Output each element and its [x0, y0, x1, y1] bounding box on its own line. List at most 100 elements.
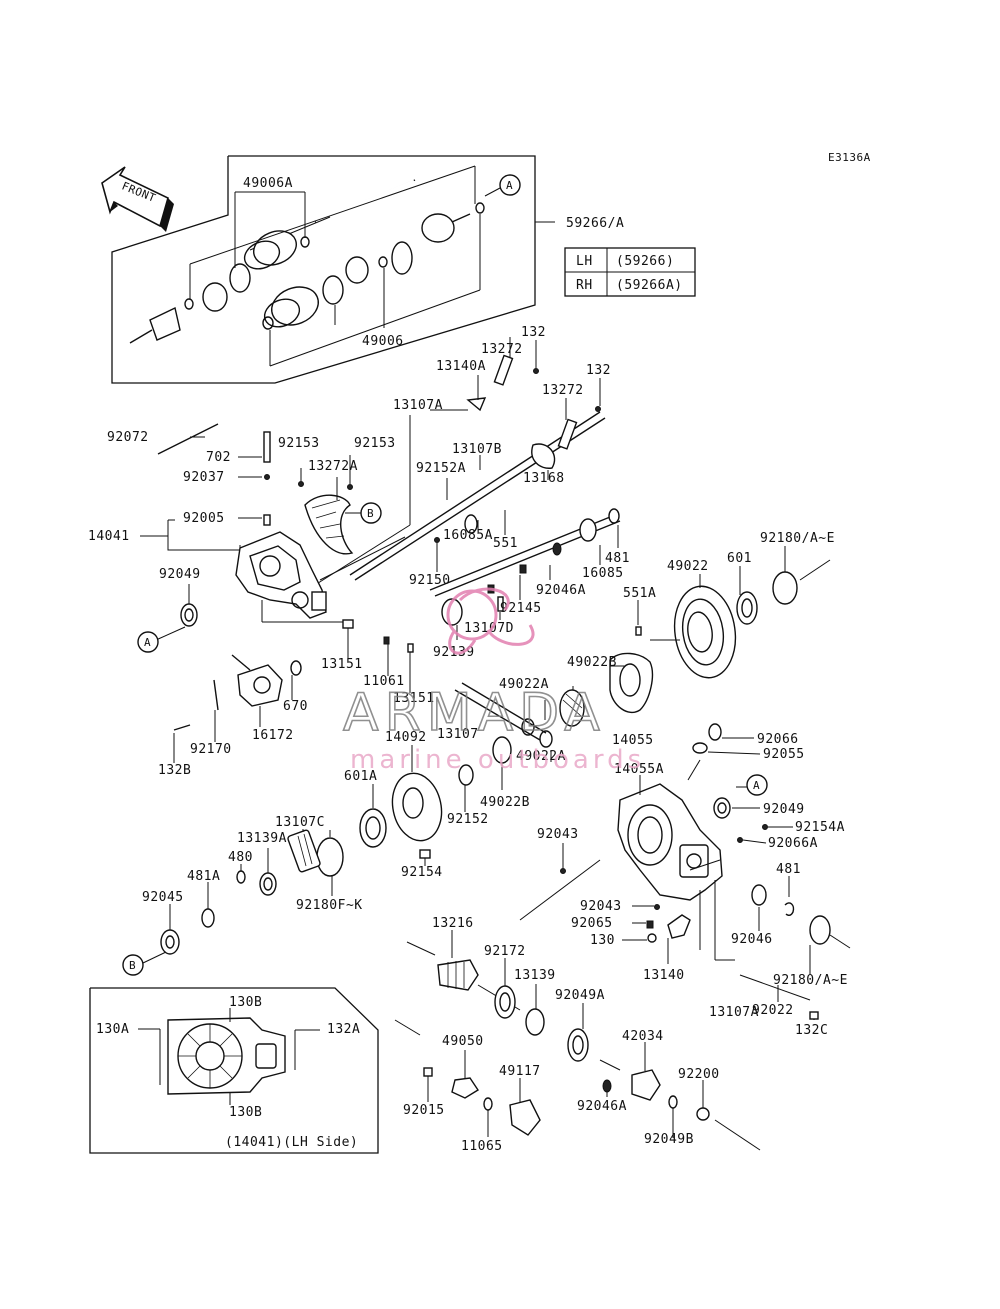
shift-parts	[157, 337, 621, 640]
label-13107B: 13107B	[452, 442, 502, 457]
svg-text:A: A	[144, 636, 151, 649]
label-13140A: 13140A	[436, 359, 486, 374]
label-601A: 601A	[344, 769, 377, 784]
gear-case-14055A	[519, 775, 735, 961]
label-551A: 551A	[623, 586, 656, 601]
label-11061: 11061	[363, 674, 405, 689]
ring-gear-49022	[635, 546, 831, 679]
label-49006: 49006	[362, 334, 404, 349]
label-13107C: 13107C	[275, 815, 325, 830]
watermark-brand: ARMADA	[343, 683, 606, 743]
watermark-tagline: marine outboards	[350, 745, 645, 775]
label-49117: 49117	[499, 1064, 541, 1079]
label-49022B-top: 49022B	[567, 655, 617, 670]
label-49006A: 49006A	[243, 176, 293, 191]
label-14041: 14041	[88, 529, 130, 544]
label-92180AE-top: 92180/A~E	[760, 531, 835, 546]
label-16085: 16085	[582, 566, 624, 581]
label-92145: 92145	[500, 601, 542, 616]
label-92154: 92154	[401, 865, 443, 880]
label-92049A: 92049A	[555, 988, 605, 1003]
label-13272-a: 13272	[481, 342, 523, 357]
label-92049B: 92049B	[644, 1132, 694, 1147]
label-13107: 13107	[437, 727, 479, 742]
right-small-parts	[560, 723, 851, 1020]
bearings-lower-left	[142, 829, 321, 964]
callout-a-top: A	[484, 174, 521, 197]
svg-text:A: A	[506, 179, 513, 192]
label-59266A: 59266/A	[566, 216, 624, 231]
label-13272-b: 13272	[542, 383, 584, 398]
table-row-rh-code: (59266A)	[616, 278, 683, 293]
label-132C: 132C	[795, 1023, 828, 1038]
label-92046A-bot: 92046A	[577, 1099, 627, 1114]
label-92180FK: 92180F~K	[296, 898, 363, 913]
label-13140: 13140	[643, 968, 685, 983]
label-13151-a: 13151	[321, 657, 363, 672]
label-92049-left: 92049	[159, 567, 201, 582]
callout-b-bottom: B	[122, 954, 144, 976]
label-130B-top: 130B	[229, 995, 262, 1010]
label-601: 601	[727, 551, 752, 566]
label-92055: 92055	[763, 747, 805, 762]
watermark-logo: ARMADA marine outboards	[342, 587, 645, 775]
label-14092: 14092	[385, 730, 427, 745]
svg-text:B: B	[129, 959, 136, 972]
label-132B: 132B	[158, 763, 191, 778]
svg-text:A: A	[753, 779, 760, 792]
label-92066A: 92066A	[768, 836, 818, 851]
pinion-parts	[394, 930, 761, 1151]
label-13151-b: 13151	[393, 691, 435, 706]
label-481-a: 481	[605, 551, 630, 566]
label-670: 670	[283, 699, 308, 714]
label-92153-a: 92153	[278, 436, 320, 451]
label-132-b: 132	[586, 363, 611, 378]
label-702: 702	[206, 450, 231, 465]
label-13107D: 13107D	[464, 621, 514, 636]
label-92005: 92005	[183, 511, 225, 526]
label-92153-b: 92153	[354, 436, 396, 451]
label-92015: 92015	[403, 1103, 445, 1118]
drive-shaft-group-frame	[111, 155, 555, 384]
label-92152: 92152	[447, 812, 489, 827]
label-16172: 16172	[252, 728, 294, 743]
label-13168: 13168	[523, 471, 565, 486]
label-92043-a: 92043	[537, 827, 579, 842]
actuator-16172	[173, 619, 414, 763]
flange-14092	[316, 736, 512, 896]
table-row-lh-code: (59266)	[616, 254, 674, 269]
label-92037: 92037	[183, 470, 225, 485]
table-row-rh-side: RH	[576, 278, 593, 293]
label-92180AE-bot: 92180/A~E	[773, 973, 848, 988]
label-92065: 92065	[571, 916, 613, 931]
label-92200: 92200	[678, 1067, 720, 1082]
label-130A: 130A	[96, 1022, 129, 1037]
label-92066: 92066	[757, 732, 799, 747]
label-49022A-top: 49022A	[499, 677, 549, 692]
svg-text:B: B	[367, 507, 374, 520]
label-14055: 14055	[612, 733, 654, 748]
callout-b-mid: B	[345, 502, 382, 524]
label-481-b: 481	[776, 862, 801, 877]
label-551: 551	[493, 536, 518, 551]
label-92154A: 92154A	[795, 820, 845, 835]
label-49022: 49022	[667, 559, 709, 574]
label-132A: 132A	[327, 1022, 360, 1037]
label-92046: 92046	[731, 932, 773, 947]
label-481A: 481A	[187, 869, 220, 884]
label-11065: 11065	[461, 1139, 503, 1154]
label-92150: 92150	[409, 573, 451, 588]
label-92046A-top: 92046A	[536, 583, 586, 598]
diff-case-49022B	[454, 652, 654, 762]
label-16085A: 16085A	[443, 528, 493, 543]
drive-shaft-parts	[129, 165, 485, 367]
gear-case-14041	[235, 531, 406, 623]
label-13216: 13216	[432, 916, 474, 931]
side-table: LH (59266) RH (59266A)	[564, 247, 696, 297]
label-13107A-top: 13107A	[393, 398, 443, 413]
label-42034: 42034	[622, 1029, 664, 1044]
label-92170: 92170	[190, 742, 232, 757]
label-49022B-bot: 49022B	[480, 795, 530, 810]
label-92172: 92172	[484, 944, 526, 959]
